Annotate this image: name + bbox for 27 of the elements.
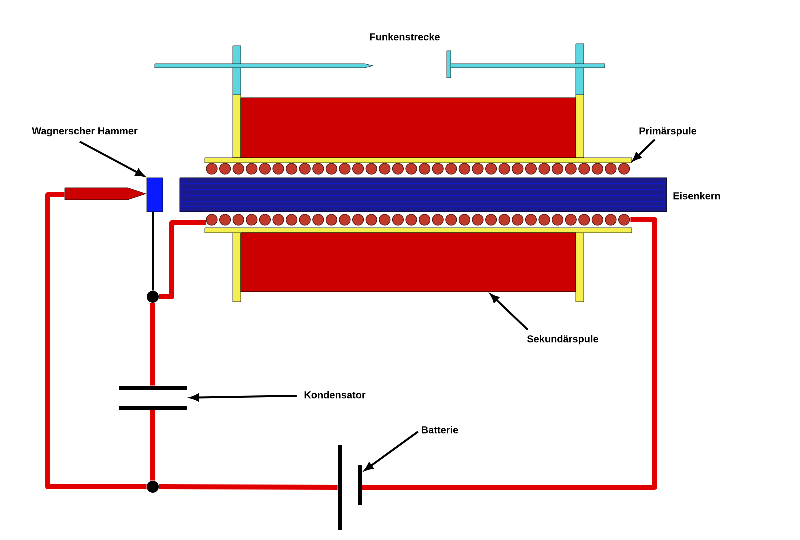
capacitor-symbol [117, 386, 189, 410]
part-label: Kondensator [304, 391, 366, 399]
part-label: Sekundärspule [527, 335, 598, 345]
circuit-wire [46, 192, 147, 490]
part-label: Funkenstrecke [370, 33, 440, 41]
circuit-wire [150, 410, 156, 481]
secondary-coil-block [240, 98, 576, 158]
part-label: Primärspule [640, 127, 697, 137]
interrupter-drawing [64, 178, 164, 212]
part-label: Wagnerscher Hammer [32, 127, 138, 137]
part-label: Batterie [422, 426, 458, 434]
leader-arrow [80, 141, 145, 177]
leader-arrow [490, 294, 529, 331]
leader-arrow [364, 431, 419, 472]
circuit-wire [159, 484, 338, 490]
junction-dot [147, 481, 159, 493]
secondary-coil-block [240, 232, 576, 292]
leader-arrow [632, 139, 656, 162]
battery-symbol [338, 443, 362, 532]
part-label: Eisenkern [674, 192, 720, 200]
circuit-wire [150, 303, 156, 386]
leader-arrow [190, 394, 297, 402]
junction-dot [147, 291, 159, 303]
circuit-wire [152, 212, 154, 291]
circuit-wire [159, 220, 206, 300]
circuit-wire [362, 218, 658, 490]
primary-winding-drawing [206, 163, 630, 226]
